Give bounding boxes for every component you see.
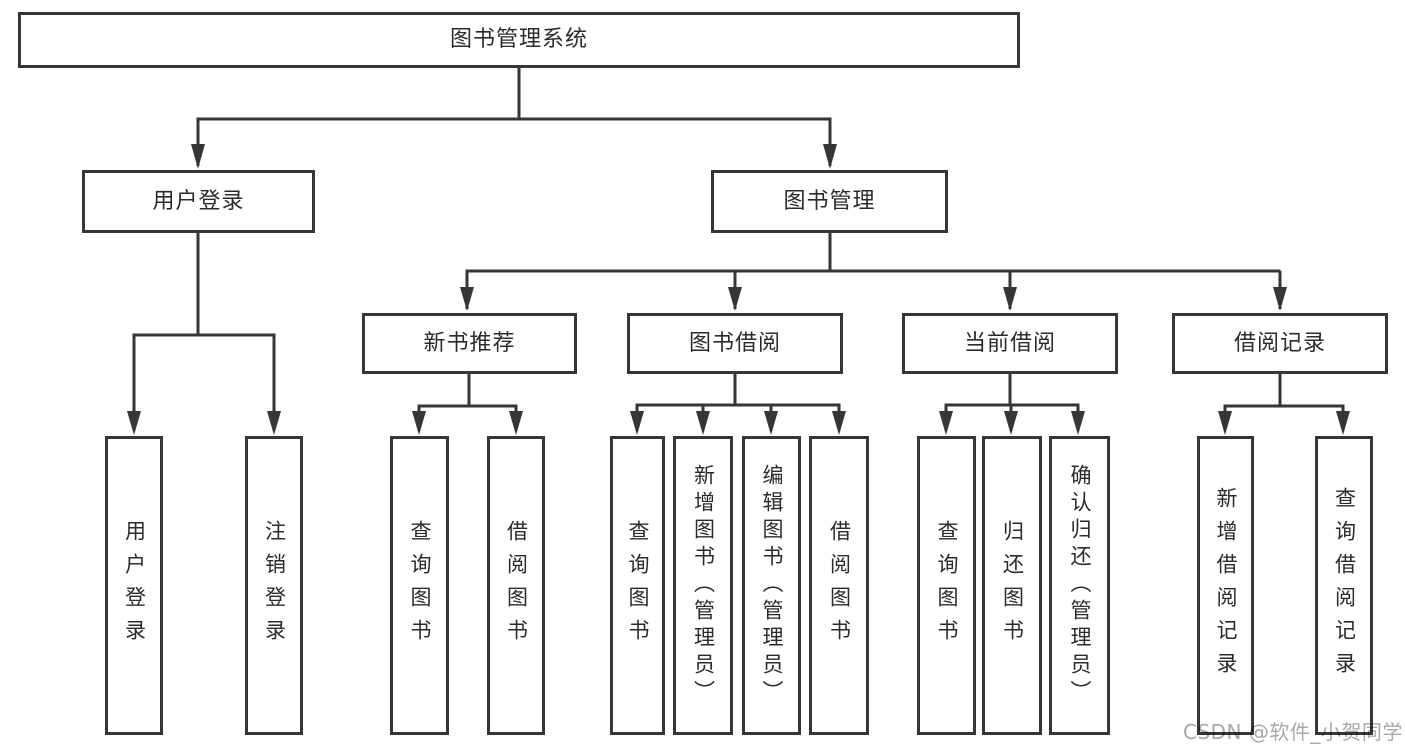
node-borrow-records: 借阅记录 [1172,313,1388,374]
node-book-management: 图书管理 [711,170,948,233]
arrowhead-icon [832,411,846,435]
leaf-current-confirm-return-admin: 确认归还（管理员） [1049,436,1110,735]
arrowhead-icon [1003,287,1017,311]
leaf-borrow-edit-books-admin: 编辑图书（管理员） [742,436,801,735]
leaf-borrow-query-books: 查询图书 [610,436,665,735]
connector-records-to-leaves [1223,374,1345,431]
leaf-current-query-books: 查询图书 [917,436,976,735]
connector-root-to-level2 [196,68,832,166]
node-user-login: 用户登录 [82,170,315,233]
arrowhead-icon [1071,411,1085,435]
connector-userlogin-to-leaves [132,233,276,431]
arrowhead-icon [696,411,710,435]
leaf-current-return-books: 归还图书 [982,436,1042,735]
arrowhead-icon [191,144,205,169]
arrowhead-icon [267,411,281,435]
arrowhead-icon [939,411,953,435]
leaf-recommend-query-books: 查询图书 [390,436,449,735]
arrowhead-icon [127,411,141,435]
leaf-records-add-record: 新增借阅记录 [1197,436,1254,735]
arrowhead-icon [412,411,426,435]
connector-borrow-to-leaves [635,374,841,431]
leaf-recommend-borrow-books: 借阅图书 [487,436,545,735]
leaf-borrow-borrow-books: 借阅图书 [809,436,869,735]
leaf-borrow-add-books-admin: 新增图书（管理员） [673,436,733,735]
arrowhead-icon [1218,411,1232,435]
leaf-records-query-record: 查询借阅记录 [1315,436,1373,735]
arrowhead-icon [509,411,523,435]
arrowhead-icon [823,144,837,169]
connector-recommend-to-leaves [417,374,518,431]
connector-bookmgmt-to-level3 [465,233,1282,309]
node-current-borrow: 当前借阅 [902,313,1118,374]
arrowhead-icon [764,411,778,435]
arrowhead-icon [728,287,742,311]
arrowhead-icon [1273,287,1287,311]
leaf-logout: 注销登录 [245,436,303,735]
watermark: CSDN @软件_小贺同学 [1183,720,1403,744]
arrowhead-icon [1336,411,1350,435]
arrowhead-icon [460,287,474,311]
node-new-book-recommend: 新书推荐 [362,313,577,374]
leaf-user-login: 用户登录 [105,436,163,735]
arrowhead-icon [1004,411,1018,435]
node-book-borrow: 图书借阅 [627,313,843,374]
arrowheads [127,144,1350,435]
arrowhead-icon [630,411,644,435]
node-root: 图书管理系统 [18,12,1020,68]
